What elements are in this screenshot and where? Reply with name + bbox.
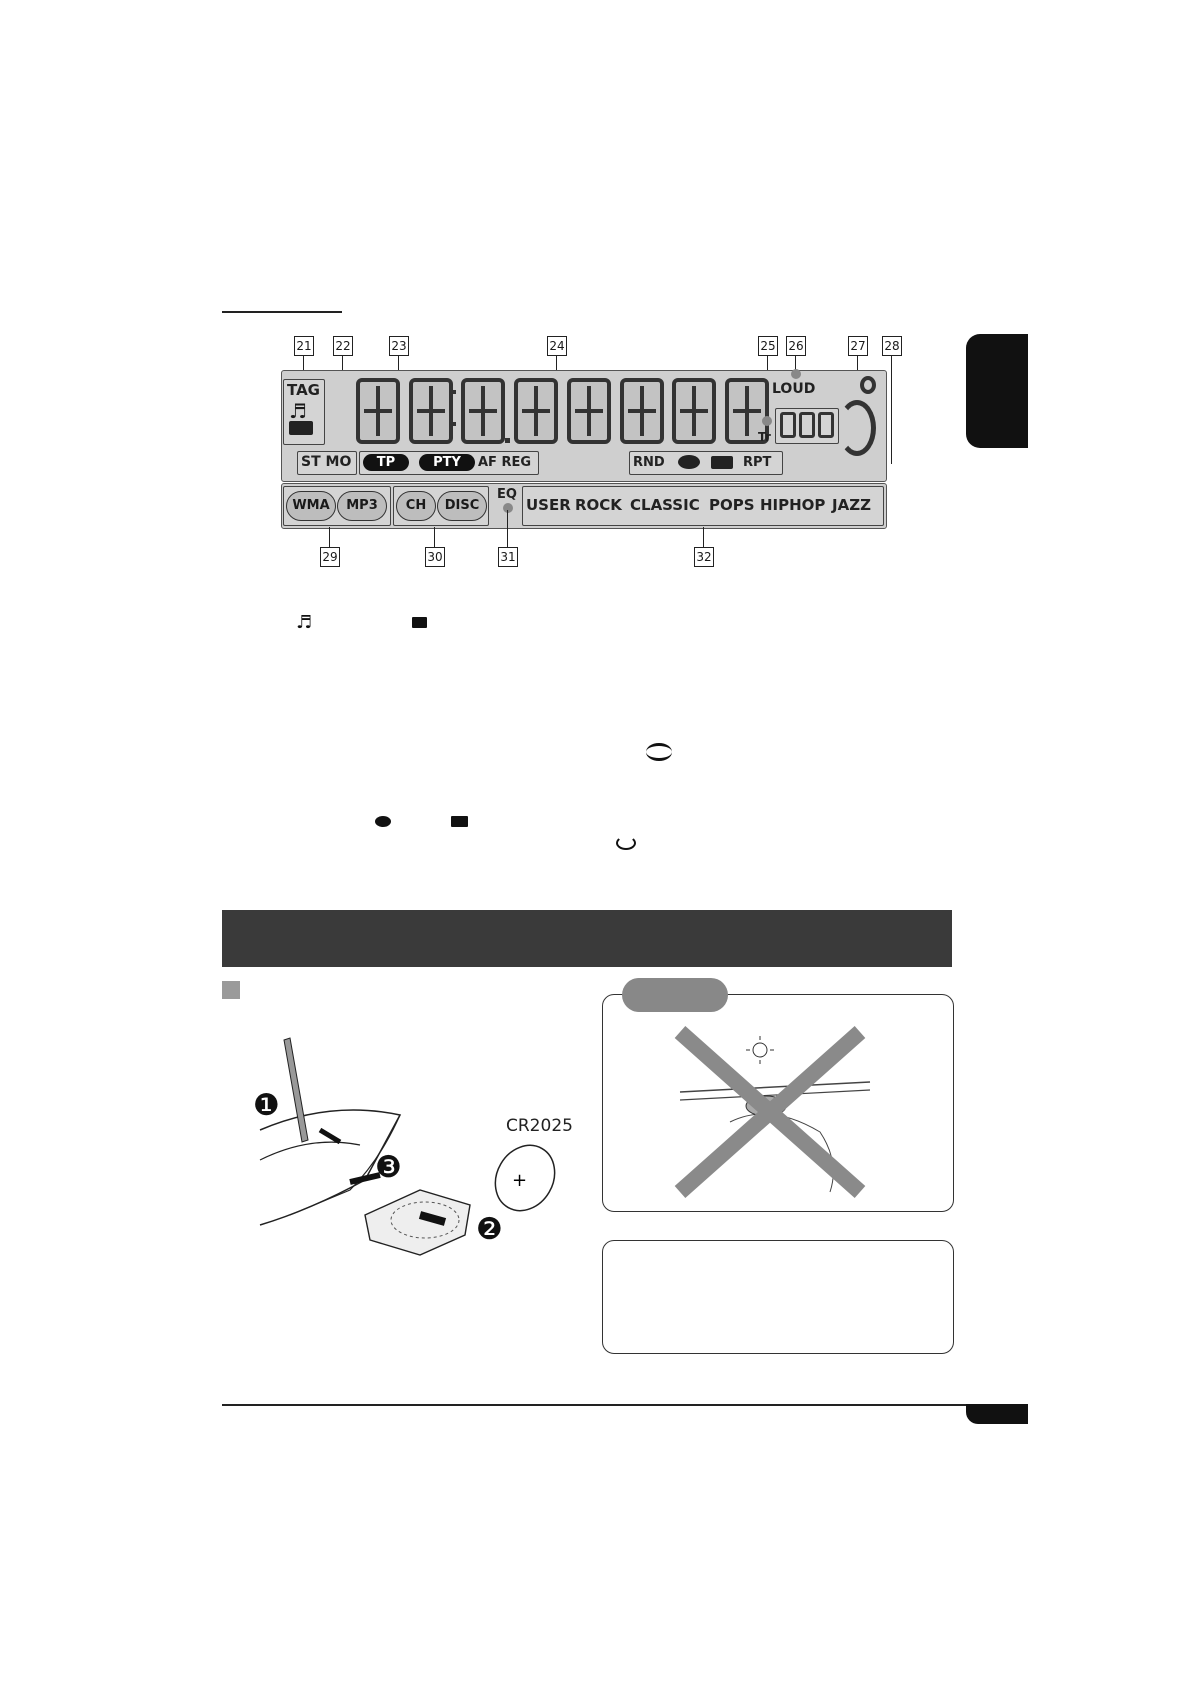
st-mo-frame — [297, 451, 357, 475]
eq-hiphop: HIPHOP — [760, 496, 826, 514]
af-reg-label: AF REG — [478, 455, 532, 470]
callout-22: 22 — [333, 336, 353, 356]
segment-digit — [725, 378, 769, 444]
track-label: Tr — [758, 430, 771, 444]
eq-user: USER — [526, 496, 571, 514]
bottom-rule — [222, 1404, 1028, 1406]
callout-25-dot — [762, 416, 772, 426]
note-box — [602, 1240, 954, 1354]
folder-icon — [711, 456, 733, 469]
caution-tab — [622, 978, 728, 1012]
segment-digit — [514, 378, 558, 444]
small-digit — [799, 412, 815, 438]
callout-29: 29 — [320, 547, 340, 567]
no-direct-sunlight-illustration — [674, 1026, 871, 1198]
music-note-icon: ♬ — [296, 612, 313, 633]
leader-28 — [891, 356, 892, 464]
leader-30 — [434, 527, 435, 547]
tp-label: TP — [363, 454, 409, 471]
square-bullet — [222, 981, 240, 999]
callout-25: 25 — [758, 336, 778, 356]
loudness-indicator-icon — [646, 743, 672, 761]
callout-27: 27 — [848, 336, 868, 356]
rnd-rpt-frame — [629, 451, 783, 475]
segment-digit — [672, 378, 716, 444]
volume-arc-icon — [838, 400, 876, 456]
leader-29 — [329, 527, 330, 547]
disc-icon — [678, 455, 700, 469]
segment-digit — [567, 378, 611, 444]
eq-mode-frame — [522, 486, 884, 526]
disc-label: DISC — [437, 491, 487, 521]
folder-icon — [289, 421, 313, 435]
pty-label: PTY — [419, 454, 475, 471]
colon-dot — [452, 390, 456, 394]
tag-label: TAG — [287, 381, 320, 399]
st-mo-label: ST MO — [301, 454, 352, 470]
callout-31: 31 — [498, 547, 518, 567]
ch-label: CH — [396, 491, 436, 521]
wma-label: WMA — [286, 491, 336, 521]
repeat-arc-icon — [616, 836, 636, 850]
folder-icon — [451, 816, 468, 827]
callout-31-dot — [503, 503, 513, 513]
language-side-tab — [966, 334, 1028, 448]
callout-26-dot — [791, 369, 801, 379]
disc-icon — [375, 816, 391, 827]
battery-replacement-illustration: + — [259, 1037, 556, 1256]
music-note-icon: ♬ — [289, 399, 307, 423]
loud-label: LOUD — [772, 381, 816, 397]
segment-digit — [620, 378, 664, 444]
small-digit — [818, 412, 834, 438]
callout-26: 26 — [786, 336, 806, 356]
callout-28: 28 — [882, 336, 902, 356]
callout-21: 21 — [294, 336, 314, 356]
step-1-marker: ❶ — [253, 1088, 280, 1123]
colon-dot — [452, 422, 456, 426]
top-rule — [222, 311, 342, 313]
mp3-label: MP3 — [337, 491, 387, 521]
page-number-tab — [966, 1404, 1028, 1424]
section-header-band — [222, 910, 952, 967]
leader-24 — [556, 356, 557, 378]
segment-digit — [356, 378, 400, 444]
eq-rock: ROCK — [575, 496, 622, 514]
callout-30: 30 — [425, 547, 445, 567]
small-digit — [780, 412, 796, 438]
battery-type-label: CR2025 — [506, 1116, 573, 1136]
leader-26 — [795, 356, 796, 372]
eq-jazz: JAZZ — [832, 496, 871, 514]
svg-text:+: + — [512, 1170, 527, 1191]
callout-24: 24 — [547, 336, 567, 356]
eq-label: EQ — [497, 487, 517, 502]
leader-31 — [507, 510, 508, 547]
indicator-arc-icon — [860, 376, 876, 394]
random-label: RND — [633, 455, 665, 470]
segment-digit — [461, 378, 505, 444]
repeat-label: RPT — [743, 455, 772, 470]
callout-23: 23 — [389, 336, 409, 356]
segment-digit — [409, 378, 453, 444]
decimal-dot — [505, 438, 510, 443]
eq-pops: POPS — [709, 496, 755, 514]
callout-32: 32 — [694, 547, 714, 567]
eq-classic: CLASSIC — [630, 496, 700, 514]
leader-32 — [703, 527, 704, 547]
step-3-marker: ❸ — [375, 1150, 402, 1185]
folder-icon — [412, 617, 427, 628]
step-2-marker: ❷ — [476, 1212, 503, 1247]
